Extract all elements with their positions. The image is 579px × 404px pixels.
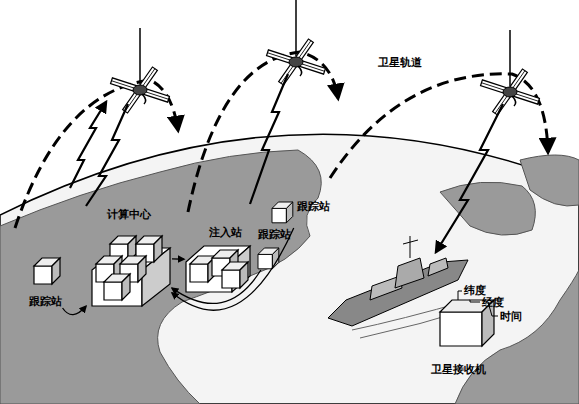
station-node: 跟踪站 (22, 256, 68, 308)
station-label: 跟踪站 (297, 200, 330, 213)
station-label: 跟踪站 (258, 228, 291, 241)
land (0, 150, 321, 404)
station-label: 跟踪站 (29, 295, 62, 308)
orbit-label: 卫星轨道 (378, 56, 422, 69)
land (440, 182, 535, 235)
output-label: 时间 (500, 310, 522, 323)
station-node: 注入站 (184, 226, 252, 294)
tracking-station (34, 258, 60, 284)
computing-center (92, 236, 170, 306)
station-label: 卫星接收机 (431, 363, 486, 376)
station-node: 跟踪站 (270, 200, 330, 228)
tracking-station (272, 202, 293, 223)
tracking-station (258, 248, 279, 269)
station-node: 计算中心 (86, 208, 172, 308)
data-link (172, 228, 294, 310)
radio-signal (70, 74, 503, 252)
station-node: 跟踪站 (252, 228, 296, 270)
satellite (111, 28, 170, 113)
data-link (63, 306, 86, 314)
earth (0, 134, 579, 404)
land (520, 155, 579, 206)
injection-station (186, 246, 250, 292)
satellite (481, 30, 540, 115)
station-label: 注入站 (209, 226, 242, 239)
output-label: 经度 (482, 296, 504, 309)
data-link (172, 270, 261, 303)
data-link (172, 258, 184, 260)
output-label: 纬度 (464, 284, 486, 297)
station-label: 计算中心 (107, 208, 151, 221)
satellite (267, 0, 326, 85)
